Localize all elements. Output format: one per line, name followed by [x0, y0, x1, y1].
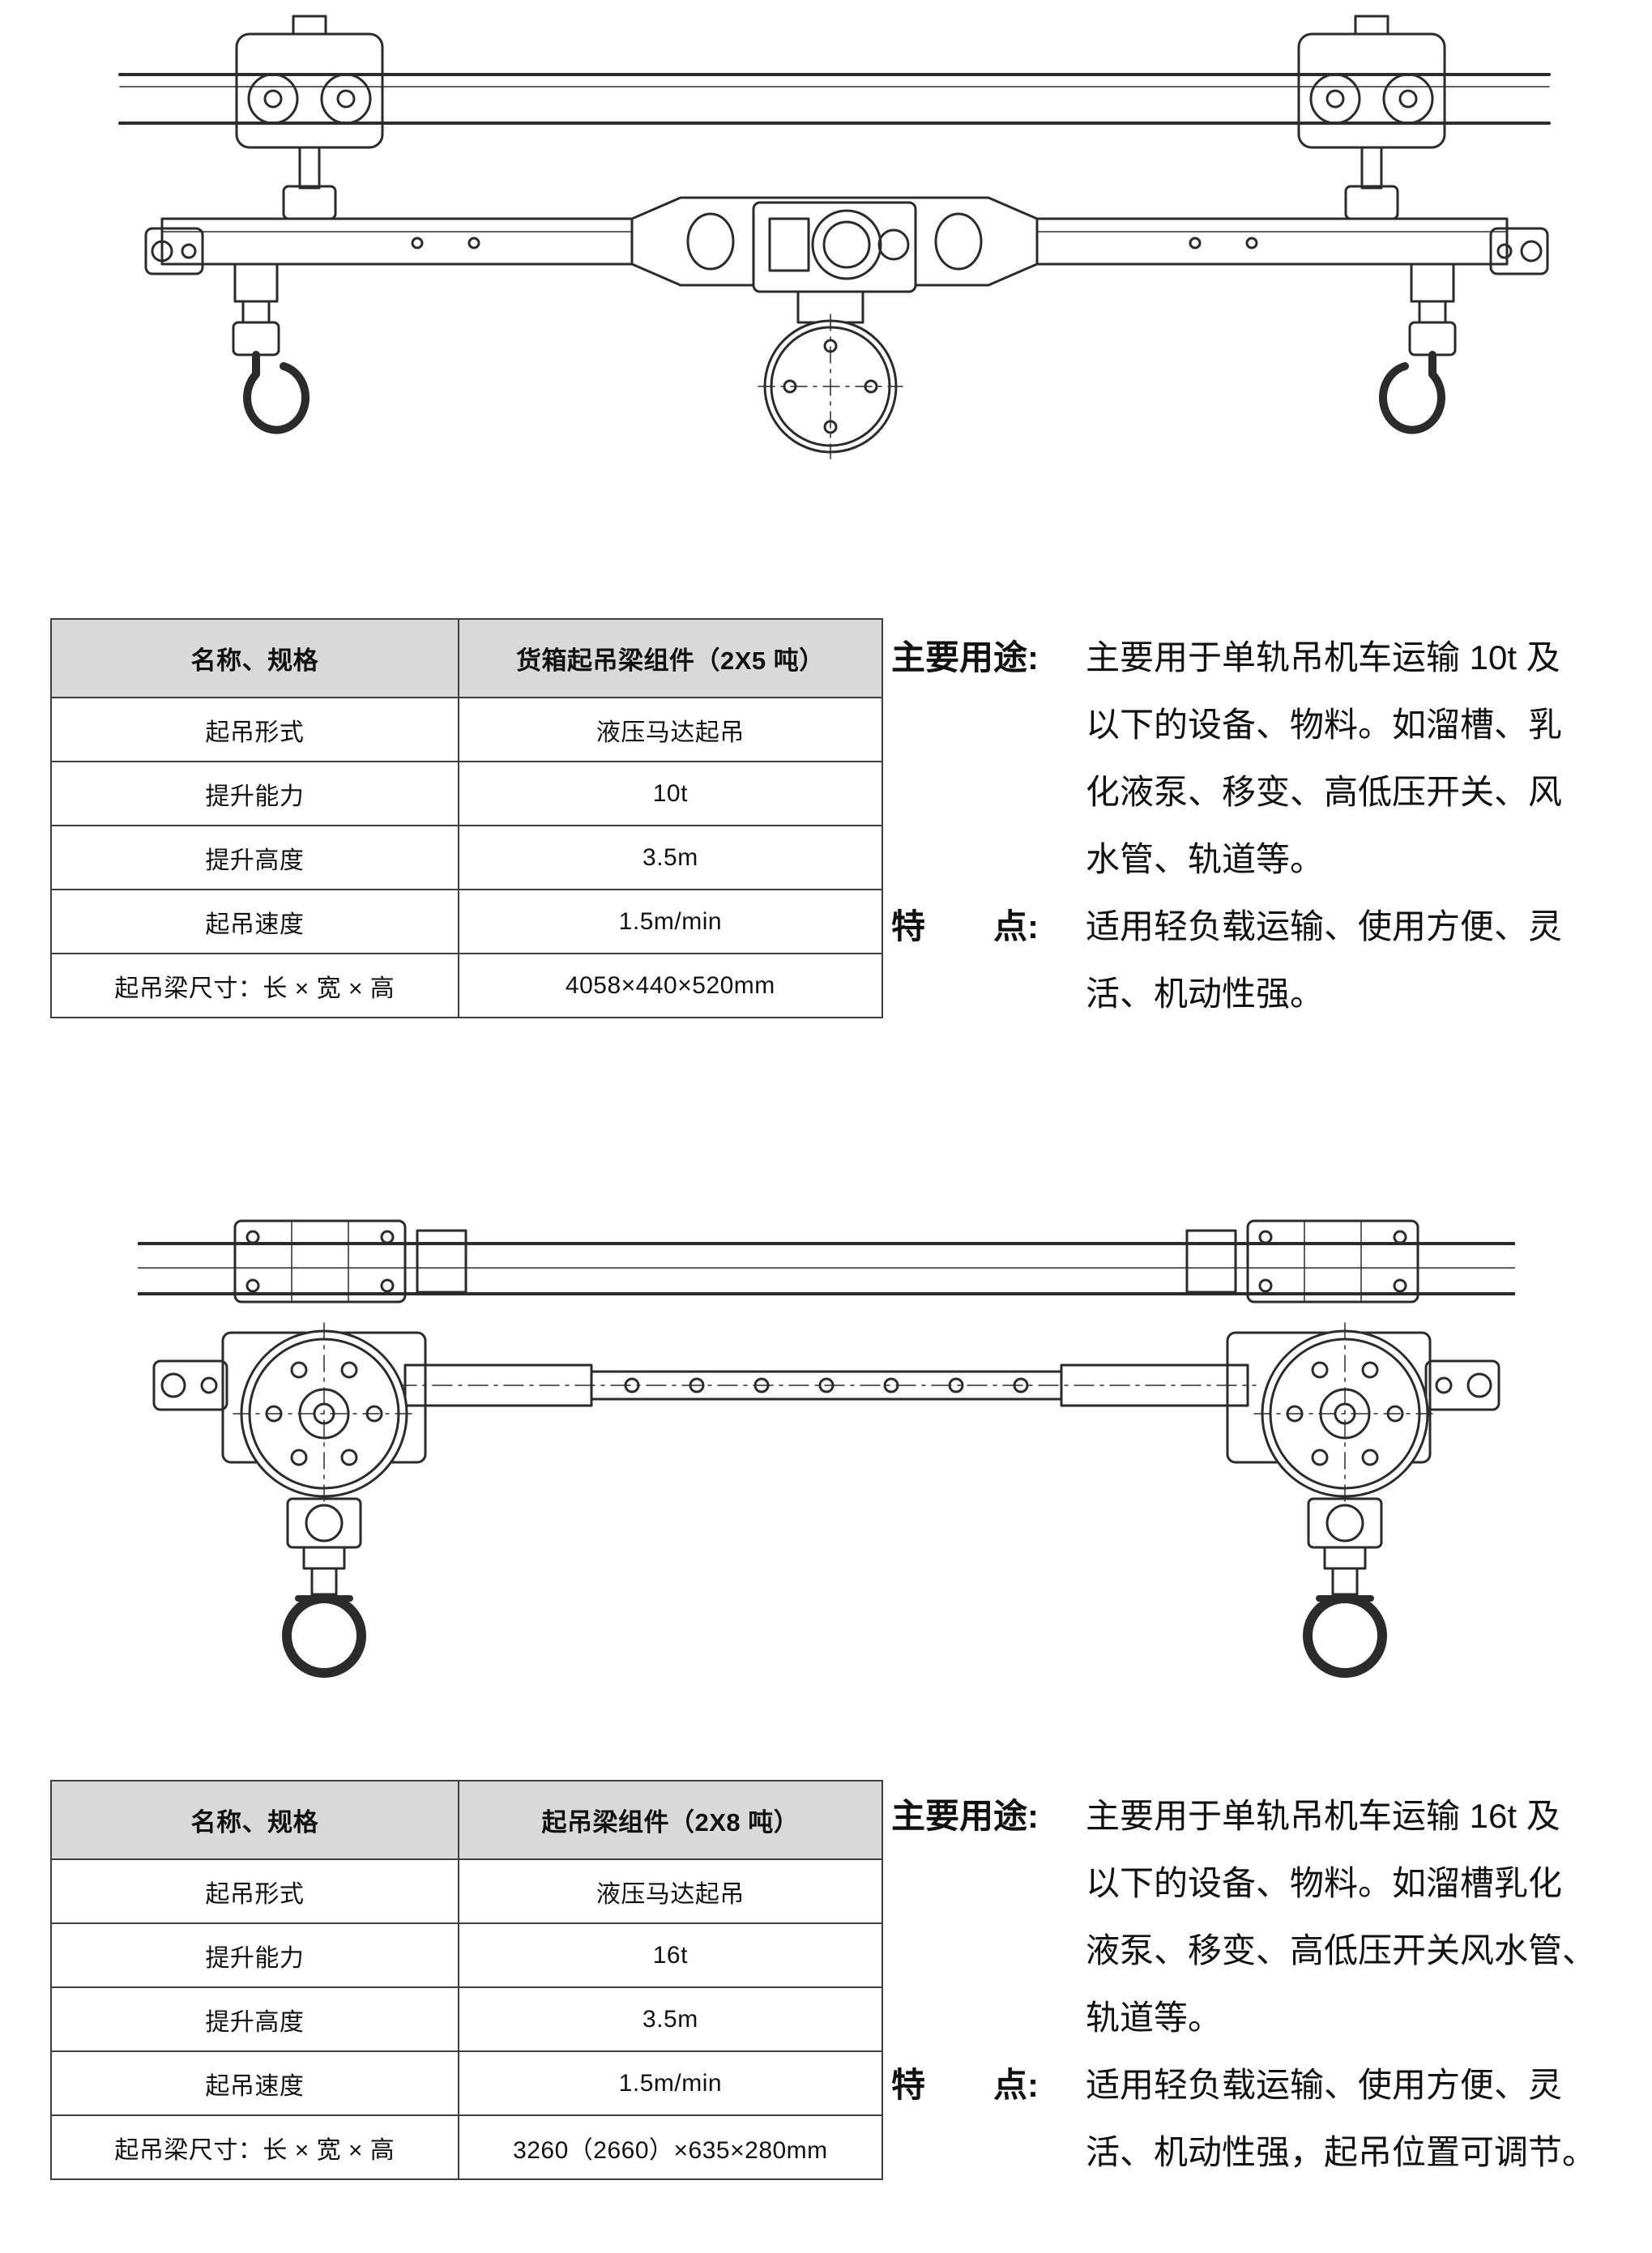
usage-line: 主要用于单轨吊机车运输 10t 及	[1086, 638, 1560, 676]
usage-line: 轨道等。	[1086, 1999, 1223, 2037]
usage-line: 以下的设备、物料。如溜槽、乳	[1086, 706, 1563, 744]
feature-line: 活、机动性强，起吊位置可调节。	[1086, 2133, 1597, 2171]
table-row: 提升能力 16t	[50, 1922, 884, 1988]
spec-value: 1.5m/min	[457, 889, 884, 954]
feature-text: 适用轻负载运输、使用方便、灵 活、机动性强，起吊位置可调节。	[1086, 2051, 1645, 2186]
spec-key: 起吊梁尺寸：长 × 宽 × 高	[50, 953, 459, 1018]
lifting-beam-svg	[138, 1219, 1515, 1713]
feature-line: 活、机动性强。	[1086, 975, 1325, 1013]
feature-label: 特 点:	[891, 2066, 1039, 2104]
usage-text: 主要用于单轨吊机车运输 10t 及 以下的设备、物料。如溜槽、乳 化液泵、移变、…	[1086, 624, 1645, 893]
table-row: 起吊梁尺寸：长 × 宽 × 高 3260（2660）×635×280mm	[50, 2114, 884, 2180]
table-header-row: 名称、规格 货箱起吊梁组件（2X5 吨）	[50, 618, 884, 698]
usage-line: 主要用于单轨吊机车运输 16t 及	[1086, 1797, 1560, 1835]
table-row: 提升能力 10t	[50, 761, 884, 826]
usage-label: 主要用途:	[891, 638, 1039, 676]
spec-header-model: 货箱起吊梁组件（2X5 吨）	[457, 618, 884, 698]
description-2x8: 主要用途: 主要用于单轨吊机车运输 16t 及 以下的设备、物料。如溜槽乳化 液…	[891, 1782, 1645, 2186]
spec-value: 液压马达起吊	[457, 697, 884, 762]
container-lifting-beam-svg	[113, 15, 1556, 468]
spec-value: 4058×440×520mm	[457, 953, 884, 1018]
table-row: 起吊形式 液压马达起吊	[50, 697, 884, 762]
table-row: 起吊梁尺寸：长 × 宽 × 高 4058×440×520mm	[50, 953, 884, 1018]
spec-key: 起吊形式	[50, 1858, 459, 1924]
feature-line: 适用轻负载运输、使用方便、灵	[1086, 2066, 1563, 2104]
spec-header-model: 起吊梁组件（2X8 吨）	[457, 1780, 884, 1860]
usage-text: 主要用于单轨吊机车运输 16t 及 以下的设备、物料。如溜槽乳化 液泵、移变、高…	[1086, 1782, 1645, 2051]
spec-key: 起吊速度	[50, 889, 459, 954]
spec-key: 起吊梁尺寸：长 × 宽 × 高	[50, 2114, 459, 2180]
table-row: 起吊速度 1.5m/min	[50, 889, 884, 954]
spec-header-name: 名称、规格	[50, 618, 459, 698]
spec-header-name: 名称、规格	[50, 1780, 459, 1860]
spec-key: 提升高度	[50, 825, 459, 890]
spec-key: 提升能力	[50, 761, 459, 826]
spec-value: 16t	[457, 1922, 884, 1988]
spec-key: 起吊形式	[50, 697, 459, 762]
spec-value: 3260（2660）×635×280mm	[457, 2114, 884, 2180]
spec-table-2x8: 名称、规格 起吊梁组件（2X8 吨） 起吊形式 液压马达起吊 提升能力 16t …	[50, 1780, 884, 2180]
spec-value: 10t	[457, 761, 884, 826]
table-row: 起吊速度 1.5m/min	[50, 2050, 884, 2116]
table-row: 起吊形式 液压马达起吊	[50, 1858, 884, 1924]
spec-value: 3.5m	[457, 1986, 884, 2052]
usage-line: 化液泵、移变、高低压开关、风	[1086, 773, 1563, 811]
spec-value: 1.5m/min	[457, 2050, 884, 2116]
table-row: 提升高度 3.5m	[50, 1986, 884, 2052]
usage-line: 液泵、移变、高低压开关风水管、	[1086, 1931, 1597, 1969]
table-header-row: 名称、规格 起吊梁组件（2X8 吨）	[50, 1780, 884, 1860]
description-2x5: 主要用途: 主要用于单轨吊机车运输 10t 及 以下的设备、物料。如溜槽、乳 化…	[891, 624, 1645, 1027]
spec-key: 起吊速度	[50, 2050, 459, 2116]
usage-label: 主要用途:	[891, 1797, 1039, 1835]
spec-value: 3.5m	[457, 825, 884, 890]
lifting-beam-drawing	[138, 1219, 1515, 1713]
spec-key: 提升能力	[50, 1922, 459, 1988]
feature-label: 特 点:	[891, 907, 1039, 945]
feature-text: 适用轻负载运输、使用方便、灵 活、机动性强。	[1086, 893, 1645, 1027]
usage-line: 水管、轨道等。	[1086, 840, 1325, 878]
spec-key: 提升高度	[50, 1986, 459, 2052]
usage-line: 以下的设备、物料。如溜槽乳化	[1086, 1864, 1563, 1902]
spec-table-2x5: 名称、规格 货箱起吊梁组件（2X5 吨） 起吊形式 液压马达起吊 提升能力 10…	[50, 618, 884, 1018]
table-row: 提升高度 3.5m	[50, 825, 884, 890]
feature-line: 适用轻负载运输、使用方便、灵	[1086, 907, 1563, 945]
container-lifting-beam-drawing	[113, 10, 1556, 468]
spec-value: 液压马达起吊	[457, 1858, 884, 1924]
